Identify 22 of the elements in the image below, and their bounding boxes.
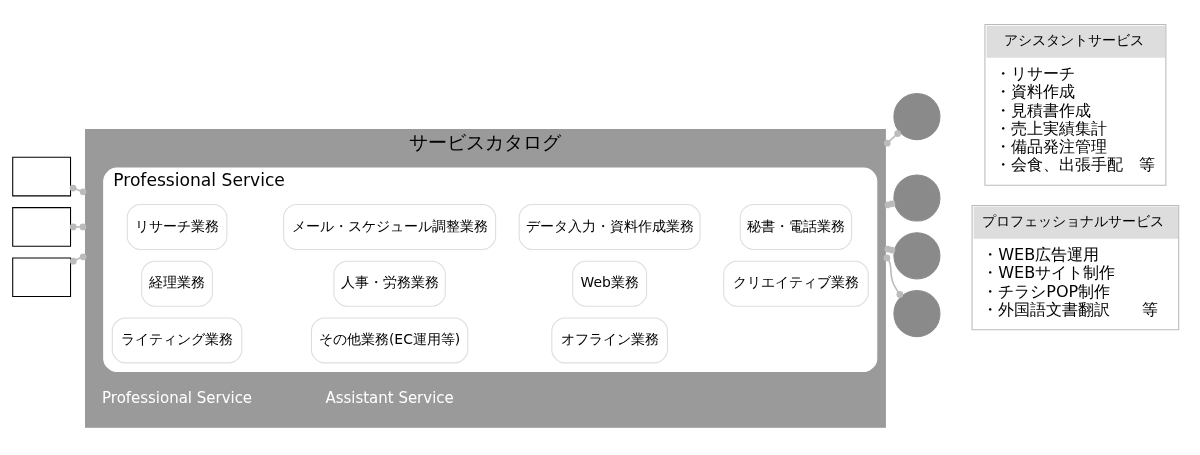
node-box [12,206,72,247]
node-box [12,256,72,297]
node-person [893,173,941,222]
node-box: ライティング業務 [111,316,243,363]
node-box: 秘書・電話業務 [739,203,853,250]
node-box: Web業務 [572,260,648,307]
label: Assistant Service [325,388,454,407]
node-box: 経理業務 [141,260,213,307]
connector [883,129,902,147]
connector [883,254,904,298]
label: Professional Service [102,388,253,407]
node-box [12,156,72,196]
node-box: 人事・労務業務 [333,260,446,307]
node-box: オフライン業務 [551,316,668,363]
node-person [893,231,941,279]
node-box: メール・スケジュール調整業務 [283,203,497,250]
connector [69,223,87,230]
node-box: その他業務(EC運用等) [310,316,469,363]
node-box: クリエイティブ業務 [723,260,869,307]
node-box: リサーチ業務 [126,203,228,250]
node-box: データ入力・資料作成業務 [518,203,701,250]
connector [69,252,87,265]
